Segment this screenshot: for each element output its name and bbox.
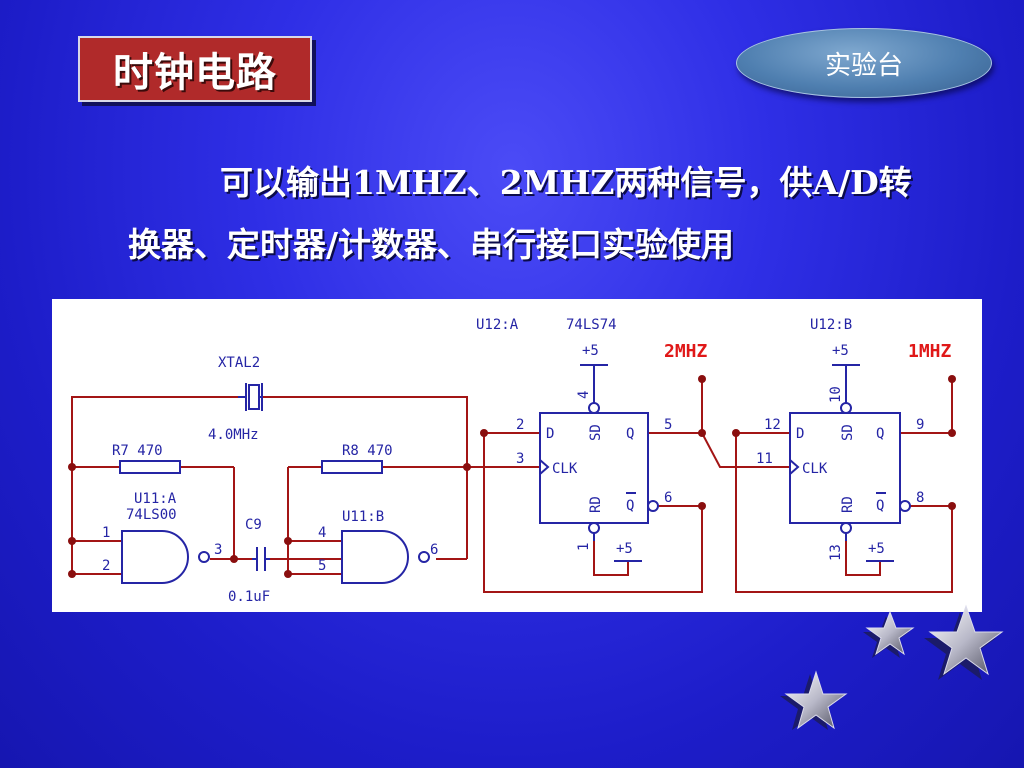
ff-pin-d: D bbox=[796, 426, 804, 442]
star-icon bbox=[780, 670, 848, 730]
pin-label: 3 bbox=[214, 542, 222, 558]
xtal-value-label: 4.0MHz bbox=[208, 427, 259, 443]
vcc-label-u12a-rd: +5 bbox=[616, 541, 633, 557]
star-icon bbox=[924, 604, 1004, 680]
ff-pin-qbar: Q bbox=[876, 498, 884, 514]
pin-label: 2 bbox=[516, 417, 524, 433]
r8-label: R8 470 bbox=[342, 443, 393, 459]
junction-nodes bbox=[68, 375, 956, 578]
u12b-name-label: U12:B bbox=[810, 317, 852, 333]
r7-label: R7 470 bbox=[112, 443, 163, 459]
ff-pin-q: Q bbox=[876, 426, 884, 442]
slide-body-text: 可以输出1MHZ、2MHZ两种信号，供A/D转 换器、定时器/计数器、串行接口实… bbox=[128, 152, 948, 276]
vcc-label-u12a-sd: +5 bbox=[582, 343, 599, 359]
ff-pin-rd: RD bbox=[588, 496, 604, 513]
u11a-name-label: U11:A bbox=[134, 491, 177, 507]
pin-label: 6 bbox=[430, 542, 438, 558]
c9-value-label: 0.1uF bbox=[228, 589, 270, 605]
ff-pin-sd: SD bbox=[588, 424, 604, 441]
pin-label: 10 bbox=[828, 386, 844, 403]
wires bbox=[71, 379, 953, 593]
pin-label: 5 bbox=[318, 558, 326, 574]
pin-label: 4 bbox=[576, 391, 592, 399]
output-2mhz-label: 2MHZ bbox=[664, 341, 708, 362]
pin-label: 1 bbox=[576, 543, 592, 551]
slide-title: 时钟电路 bbox=[78, 36, 312, 102]
ff-pin-d: D bbox=[546, 426, 554, 442]
ff-pin-sd: SD bbox=[840, 424, 856, 441]
xtal-name-label: XTAL2 bbox=[218, 355, 260, 371]
body-line-1: 可以输出1MHZ、2MHZ两种信号，供A/D转 bbox=[220, 163, 912, 202]
u12a-type-label: 74LS74 bbox=[566, 317, 617, 333]
star-icon bbox=[863, 610, 915, 658]
body-line-2: 换器、定时器/计数器、串行接口实验使用 bbox=[128, 225, 735, 264]
pin-label: 5 bbox=[664, 417, 672, 433]
u12a-name-label: U12:A bbox=[476, 317, 519, 333]
pin-label: 13 bbox=[828, 544, 844, 561]
u11b-name-label: U11:B bbox=[342, 509, 384, 525]
ff-pin-rd: RD bbox=[840, 496, 856, 513]
ff-pin-qbar: Q bbox=[626, 498, 634, 514]
pin-label: 6 bbox=[664, 490, 672, 506]
ff-pin-clk: CLK bbox=[552, 461, 578, 477]
u11a-type-label: 74LS00 bbox=[126, 507, 177, 523]
pin-label: 1 bbox=[102, 525, 110, 541]
pin-label: 4 bbox=[318, 525, 326, 541]
pin-label: 3 bbox=[516, 451, 524, 467]
clock-circuit-diagram: XTAL2 4.0MHz R7 470 R8 470 U11:A 74LS00 … bbox=[52, 299, 982, 612]
pin-label: 11 bbox=[756, 451, 773, 467]
c9-name-label: C9 bbox=[245, 517, 262, 533]
components bbox=[119, 364, 911, 584]
lab-button[interactable]: 实验台 bbox=[736, 28, 992, 98]
pin-label: 8 bbox=[916, 490, 924, 506]
pin-label: 9 bbox=[916, 417, 924, 433]
decorative-stars bbox=[780, 604, 1004, 730]
pin-label: 12 bbox=[764, 417, 781, 433]
pin-label: 2 bbox=[102, 558, 110, 574]
vcc-label-u12b-sd: +5 bbox=[832, 343, 849, 359]
ff-pin-q: Q bbox=[626, 426, 634, 442]
output-1mhz-label: 1MHZ bbox=[908, 341, 952, 362]
ff-pin-clk: CLK bbox=[802, 461, 828, 477]
vcc-label-u12b-rd: +5 bbox=[868, 541, 885, 557]
